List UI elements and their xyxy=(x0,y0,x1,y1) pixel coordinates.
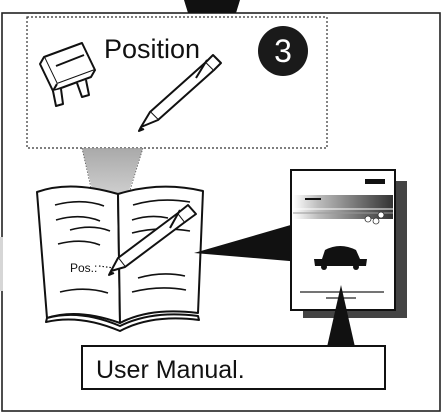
fuse-icon xyxy=(39,42,96,107)
step-number-badge: 3 xyxy=(258,26,308,76)
top-tab xyxy=(184,0,240,13)
car-silhouette xyxy=(314,246,367,266)
zoom-detail-box xyxy=(26,16,328,149)
callout-wedge xyxy=(194,222,301,262)
pos-field-label: Pos.: xyxy=(70,261,98,275)
manual-caption-text: User Manual. xyxy=(96,356,245,384)
pen-icon xyxy=(138,54,222,132)
step-badge-ring xyxy=(255,23,311,79)
caption-pointer xyxy=(327,285,355,347)
user-manual-icon xyxy=(290,169,407,318)
position-label: Position xyxy=(104,34,201,64)
left-edge-mark xyxy=(0,237,3,291)
manual-caption-box: User Manual. xyxy=(81,345,386,390)
book-pen-icon xyxy=(108,204,197,276)
